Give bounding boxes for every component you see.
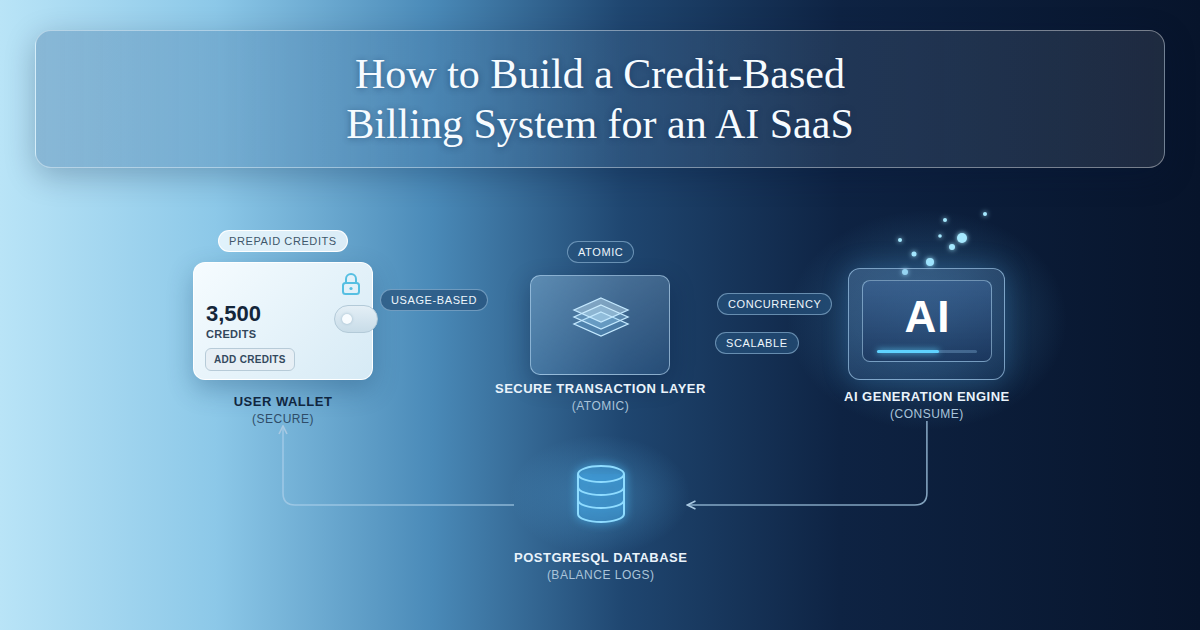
ai-node: AI AI GENERATION ENGINE (CONSUME) (844, 268, 1010, 421)
layer-card (530, 275, 670, 375)
node-caption: AI GENERATION ENGINE (844, 389, 1010, 404)
button-label: ADD CREDITS (214, 354, 286, 365)
node-subcaption: (CONSUME) (890, 407, 964, 421)
node-caption: POSTGRESQL DATABASE (514, 550, 687, 565)
progress-track (877, 350, 977, 353)
sparkles (898, 212, 987, 275)
wallet-clasp (334, 305, 378, 333)
node-subcaption: (ATOMIC) (572, 399, 630, 413)
tag-pill: ATOMIC (567, 241, 634, 263)
ai-screen: AI (862, 280, 992, 362)
connector-arrow (373, 320, 495, 322)
node-caption: USER WALLET (234, 394, 333, 409)
layer-node: SECURE TRANSACTION LAYER (ATOMIC) (495, 275, 706, 413)
db-card (566, 462, 636, 528)
connector-arrow (706, 324, 844, 326)
tag-pill: PREPAID CREDITS (218, 230, 348, 252)
tag-pill: SCALABLE (715, 332, 799, 354)
node-subcaption: (BALANCE LOGS) (547, 568, 655, 582)
edge-label: CONCURRENCY (717, 293, 832, 315)
db-node: POSTGRESQL DATABASE (BALANCE LOGS) (514, 462, 687, 582)
connector-arrow (283, 426, 514, 505)
database-icon (566, 462, 636, 528)
ai-mark: AI (904, 292, 950, 342)
layers-icon (566, 290, 636, 346)
node-caption: SECURE TRANSACTION LAYER (495, 381, 706, 396)
title-banner: How to Build a Credit-Based Billing Syst… (35, 30, 1165, 168)
credit-unit: CREDITS (206, 328, 256, 340)
connector-arrow (687, 421, 926, 505)
edge-label: USAGE-BASED (380, 289, 488, 311)
node-subcaption: (SECURE) (252, 412, 314, 426)
wallet-node: 3,500CREDITS USER WALLET (SECURE) ADD CREDI… (193, 262, 373, 426)
ai-card: AI (848, 268, 1005, 380)
lock-icon (340, 272, 362, 296)
progress-fill (877, 350, 939, 353)
clasp-button (342, 314, 352, 324)
title-text: How to Build a Credit-Based Billing Syst… (300, 49, 900, 150)
credit-balance: 3,500 (206, 301, 261, 327)
add-credits-button: ADD CREDITS (205, 348, 295, 371)
